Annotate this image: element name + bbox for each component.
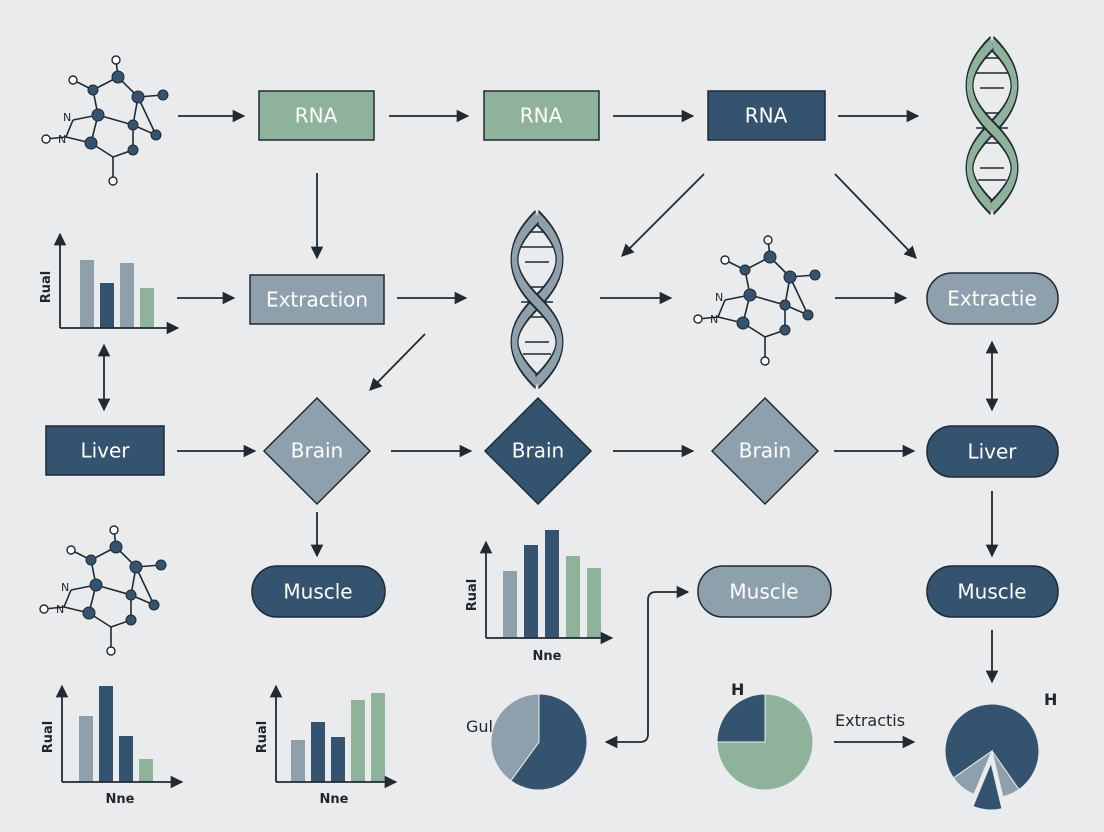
rna-box-1: RNA (258, 90, 375, 141)
chart-axes (53, 232, 180, 335)
pie-slice (716, 693, 814, 791)
chart-axes (55, 684, 184, 789)
bar (331, 737, 345, 782)
pie-slice (991, 750, 1020, 798)
brain-diamond-2-label: Brain (512, 439, 564, 463)
bar (311, 722, 325, 782)
muscle-pill-right-label: Muscle (957, 580, 1026, 604)
bar-chart: Rual (39, 232, 180, 335)
arrow-helix-to-brain1 (369, 333, 426, 391)
extractie-label: Extractie (947, 287, 1037, 311)
rna-box-3-label: RNA (745, 104, 788, 128)
bar (503, 571, 517, 638)
extractie-pill: Extractie (926, 272, 1059, 325)
arrow-rna3-to-extractie (834, 173, 917, 259)
bar (140, 288, 154, 328)
pie-slice (944, 703, 1040, 791)
brain-diamond-2: Brain (483, 396, 593, 506)
brain-diamond-3: Brain (710, 396, 820, 506)
dna-helix-icon (965, 35, 1019, 216)
bar (99, 686, 113, 782)
pie-slice (490, 693, 540, 782)
h-label-mid: H (731, 680, 744, 699)
liver-box-label: Liver (80, 439, 130, 463)
chart-axes (479, 540, 614, 645)
rna-box-2-label: RNA (520, 104, 563, 128)
bar (120, 263, 134, 328)
bar (80, 260, 94, 328)
arrow-rna3-to-molecule (621, 173, 705, 257)
pie-slice (972, 761, 1003, 811)
pie-slice (510, 693, 588, 791)
bar (566, 556, 580, 638)
bar (119, 736, 133, 782)
muscle-pill-left: Muscle (251, 565, 386, 618)
pie-chart (490, 693, 588, 791)
bar (291, 740, 305, 782)
bar (371, 693, 385, 782)
extraction-label: Extraction (266, 288, 368, 312)
y-axis-label: Rual (465, 579, 480, 612)
arrow-pie-muscle-bidir (604, 585, 690, 749)
dna-helix-icon (510, 209, 564, 390)
liver-pill: Liver (926, 425, 1059, 478)
rna-box-1-label: RNA (295, 104, 338, 128)
gul-label: Gul (466, 717, 493, 736)
rna-box-3: RNA (707, 90, 826, 141)
y-axis-label: Rual (255, 721, 270, 754)
bar (139, 759, 153, 782)
extractis-label: Extractis (835, 711, 905, 730)
bar (524, 545, 538, 638)
extraction-box: Extraction (249, 274, 385, 325)
rna-box-2: RNA (483, 90, 600, 141)
h-label-right: H (1044, 690, 1057, 709)
bar (545, 530, 559, 638)
muscle-pill-right: Muscle (926, 565, 1059, 618)
liver-pill-label: Liver (967, 440, 1017, 464)
x-axis-label: Nne (533, 649, 562, 664)
pie-slice (952, 749, 994, 796)
molecule-icon (41, 55, 169, 186)
muscle-pill-mid: Muscle (697, 565, 832, 618)
molecule-icon (693, 235, 821, 366)
molecule-icon (39, 525, 167, 656)
brain-diamond-3-label: Brain (739, 439, 791, 463)
bar (79, 716, 93, 782)
chart-axes (269, 684, 398, 789)
bar (351, 700, 365, 782)
brain-diamond-1-label: Brain (291, 439, 343, 463)
y-axis-label: Rual (39, 271, 54, 304)
liver-box: Liver (45, 425, 165, 476)
y-axis-label: Rual (41, 721, 56, 754)
pie-chart (716, 693, 814, 791)
bar (587, 568, 601, 638)
muscle-pill-left-label: Muscle (283, 580, 352, 604)
connector-arrows (97, 109, 999, 749)
brain-diamond-1: Brain (262, 396, 372, 506)
pie-slice (716, 693, 766, 743)
pie-chart (944, 703, 1040, 811)
bar (100, 283, 114, 328)
muscle-pill-mid-label: Muscle (729, 580, 798, 604)
x-axis-label: Nne (320, 792, 349, 807)
x-axis-label: Nne (106, 792, 135, 807)
